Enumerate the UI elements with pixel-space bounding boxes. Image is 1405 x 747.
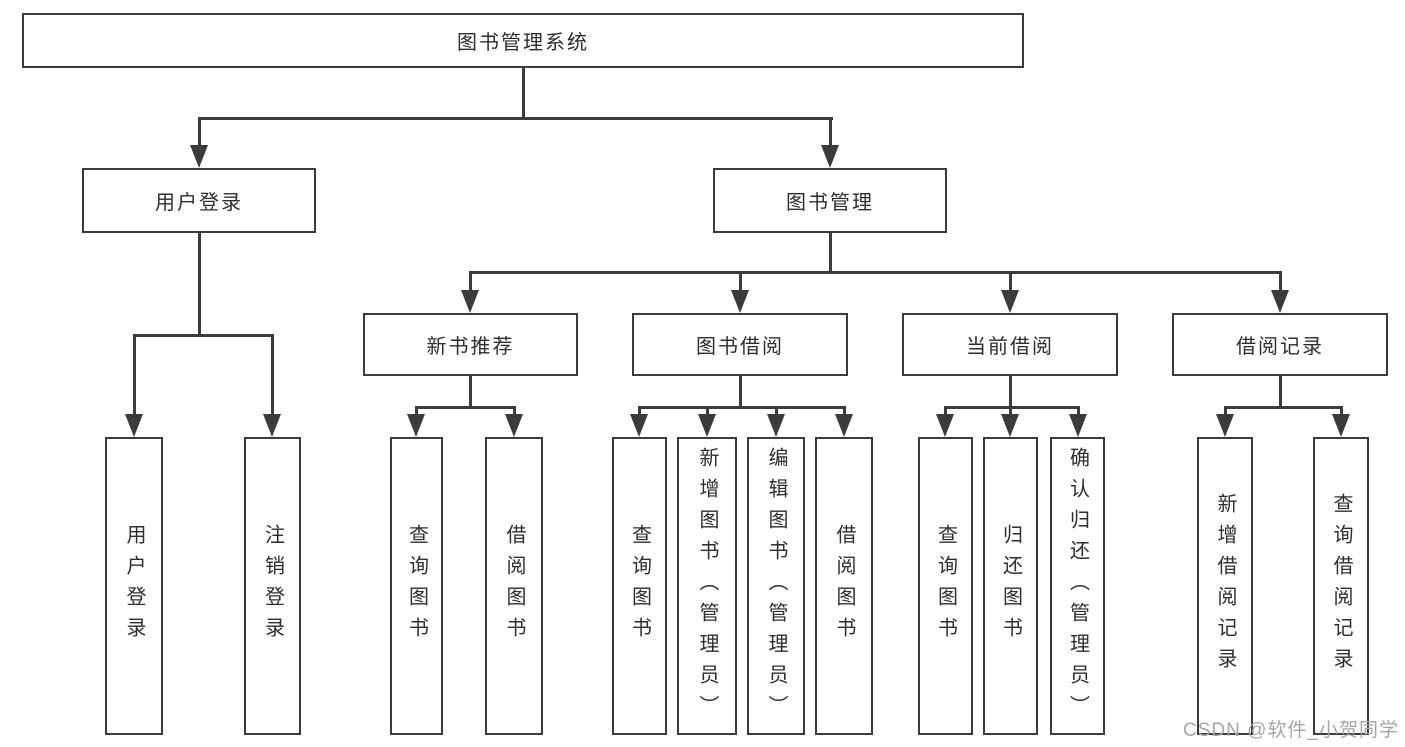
leaf-edit-book-admin: 编辑图书（管理员） xyxy=(747,437,805,735)
arrowhead-down-icon xyxy=(1001,290,1019,313)
arrowhead-down-icon xyxy=(263,414,281,437)
connector-line xyxy=(1223,406,1343,409)
connector-line xyxy=(132,334,136,417)
node-label: 查询图书 xyxy=(628,524,651,648)
connector-line xyxy=(738,376,742,409)
arrowhead-down-icon xyxy=(1216,414,1234,437)
node-label: 借阅记录 xyxy=(1236,336,1324,358)
arrowhead-down-icon xyxy=(767,414,785,437)
connector-line xyxy=(414,406,418,418)
connector-line xyxy=(1339,406,1343,418)
connector-line xyxy=(1076,406,1080,418)
leaf-return-book: 归还图书 xyxy=(983,437,1038,735)
leaf-query-book-recommend: 查询图书 xyxy=(390,437,443,735)
arrowhead-down-icon xyxy=(407,414,425,437)
leaf-borrow-book-recommend: 借阅图书 xyxy=(485,437,543,735)
connector-line xyxy=(270,334,274,417)
connector-line xyxy=(197,233,201,337)
node-label: 新增借阅记录 xyxy=(1214,493,1236,679)
leaf-borrow-book: 借阅图书 xyxy=(815,437,873,735)
arrowhead-down-icon xyxy=(835,414,853,437)
node-label: 确认归还（管理员） xyxy=(1066,446,1089,726)
connector-line xyxy=(738,271,742,293)
node-book-management-module: 图书管理 xyxy=(713,168,947,233)
node-label: 当前借阅 xyxy=(966,336,1054,358)
node-label: 查询图书 xyxy=(934,524,957,648)
node-label: 编辑图书（管理员） xyxy=(765,446,787,726)
leaf-query-borrow-record: 查询借阅记录 xyxy=(1313,437,1369,735)
node-label: 图书管理系统 xyxy=(457,32,589,54)
connector-line xyxy=(1008,376,1012,409)
connector-line xyxy=(468,271,472,293)
node-user-login-module: 用户登录 xyxy=(82,168,316,233)
connector-line xyxy=(637,406,846,409)
arrowhead-down-icon xyxy=(731,290,749,313)
node-label: 归还图书 xyxy=(999,524,1022,648)
node-label: 借阅图书 xyxy=(833,524,855,648)
node-borrow-records: 借阅记录 xyxy=(1172,313,1388,376)
arrowhead-down-icon xyxy=(1271,290,1289,313)
connector-line xyxy=(512,406,516,418)
arrowhead-down-icon xyxy=(1069,414,1087,437)
node-label: 新书推荐 xyxy=(426,336,515,358)
connector-line xyxy=(943,406,1080,409)
connector-line xyxy=(1278,376,1282,409)
connector-line xyxy=(468,376,472,409)
node-new-book-recommend: 新书推荐 xyxy=(363,313,578,376)
node-label: 查询借阅记录 xyxy=(1330,493,1352,679)
connector-line xyxy=(828,233,832,274)
node-label: 注销登录 xyxy=(261,524,284,648)
connector-line xyxy=(468,271,1282,274)
node-label: 新增图书（管理员） xyxy=(696,446,718,726)
leaf-query-book-borrow: 查询图书 xyxy=(612,437,667,735)
connector-line xyxy=(774,406,778,418)
connector-line xyxy=(1278,271,1282,293)
arrowhead-down-icon xyxy=(821,145,839,168)
connector-line xyxy=(197,117,201,149)
node-label: 用户登录 xyxy=(123,524,145,648)
node-book-borrow: 图书借阅 xyxy=(632,313,848,376)
connector-line xyxy=(637,406,641,418)
node-label: 图书管理 xyxy=(786,192,874,214)
connector-line xyxy=(1008,271,1012,293)
arrowhead-down-icon xyxy=(1332,414,1350,437)
connector-line xyxy=(943,406,947,418)
connector-line xyxy=(132,334,274,337)
connector-line xyxy=(842,406,846,418)
arrowhead-down-icon xyxy=(630,414,648,437)
arrowhead-down-icon xyxy=(125,414,143,437)
arrowhead-down-icon xyxy=(505,414,523,437)
node-label: 借阅图书 xyxy=(503,524,525,648)
arrowhead-down-icon xyxy=(1001,414,1019,437)
leaf-confirm-return-admin: 确认归还（管理员） xyxy=(1050,437,1105,735)
connector-line xyxy=(1008,406,1012,418)
leaf-add-borrow-record: 新增借阅记录 xyxy=(1197,437,1253,735)
node-label: 图书借阅 xyxy=(696,336,784,358)
node-current-borrow: 当前借阅 xyxy=(902,313,1118,376)
arrowhead-down-icon xyxy=(936,414,954,437)
connector-line xyxy=(414,406,516,409)
leaf-add-book-admin: 新增图书（管理员） xyxy=(677,437,737,735)
leaf-user-login: 用户登录 xyxy=(105,437,163,735)
arrowhead-down-icon xyxy=(461,290,479,313)
connector-line xyxy=(828,117,832,149)
connector-line xyxy=(705,406,709,418)
arrowhead-down-icon xyxy=(698,414,716,437)
node-label: 用户登录 xyxy=(155,192,243,214)
connector-line xyxy=(197,117,833,120)
leaf-query-book-current: 查询图书 xyxy=(918,437,973,735)
connector-line xyxy=(1223,406,1227,418)
leaf-logout: 注销登录 xyxy=(244,437,301,735)
watermark-text: CSDN @软件_小贺同学 xyxy=(1183,720,1399,741)
node-root-system: 图书管理系统 xyxy=(22,13,1024,68)
arrowhead-down-icon xyxy=(190,145,208,168)
node-label: 查询图书 xyxy=(405,524,428,648)
connector-line xyxy=(521,68,525,118)
